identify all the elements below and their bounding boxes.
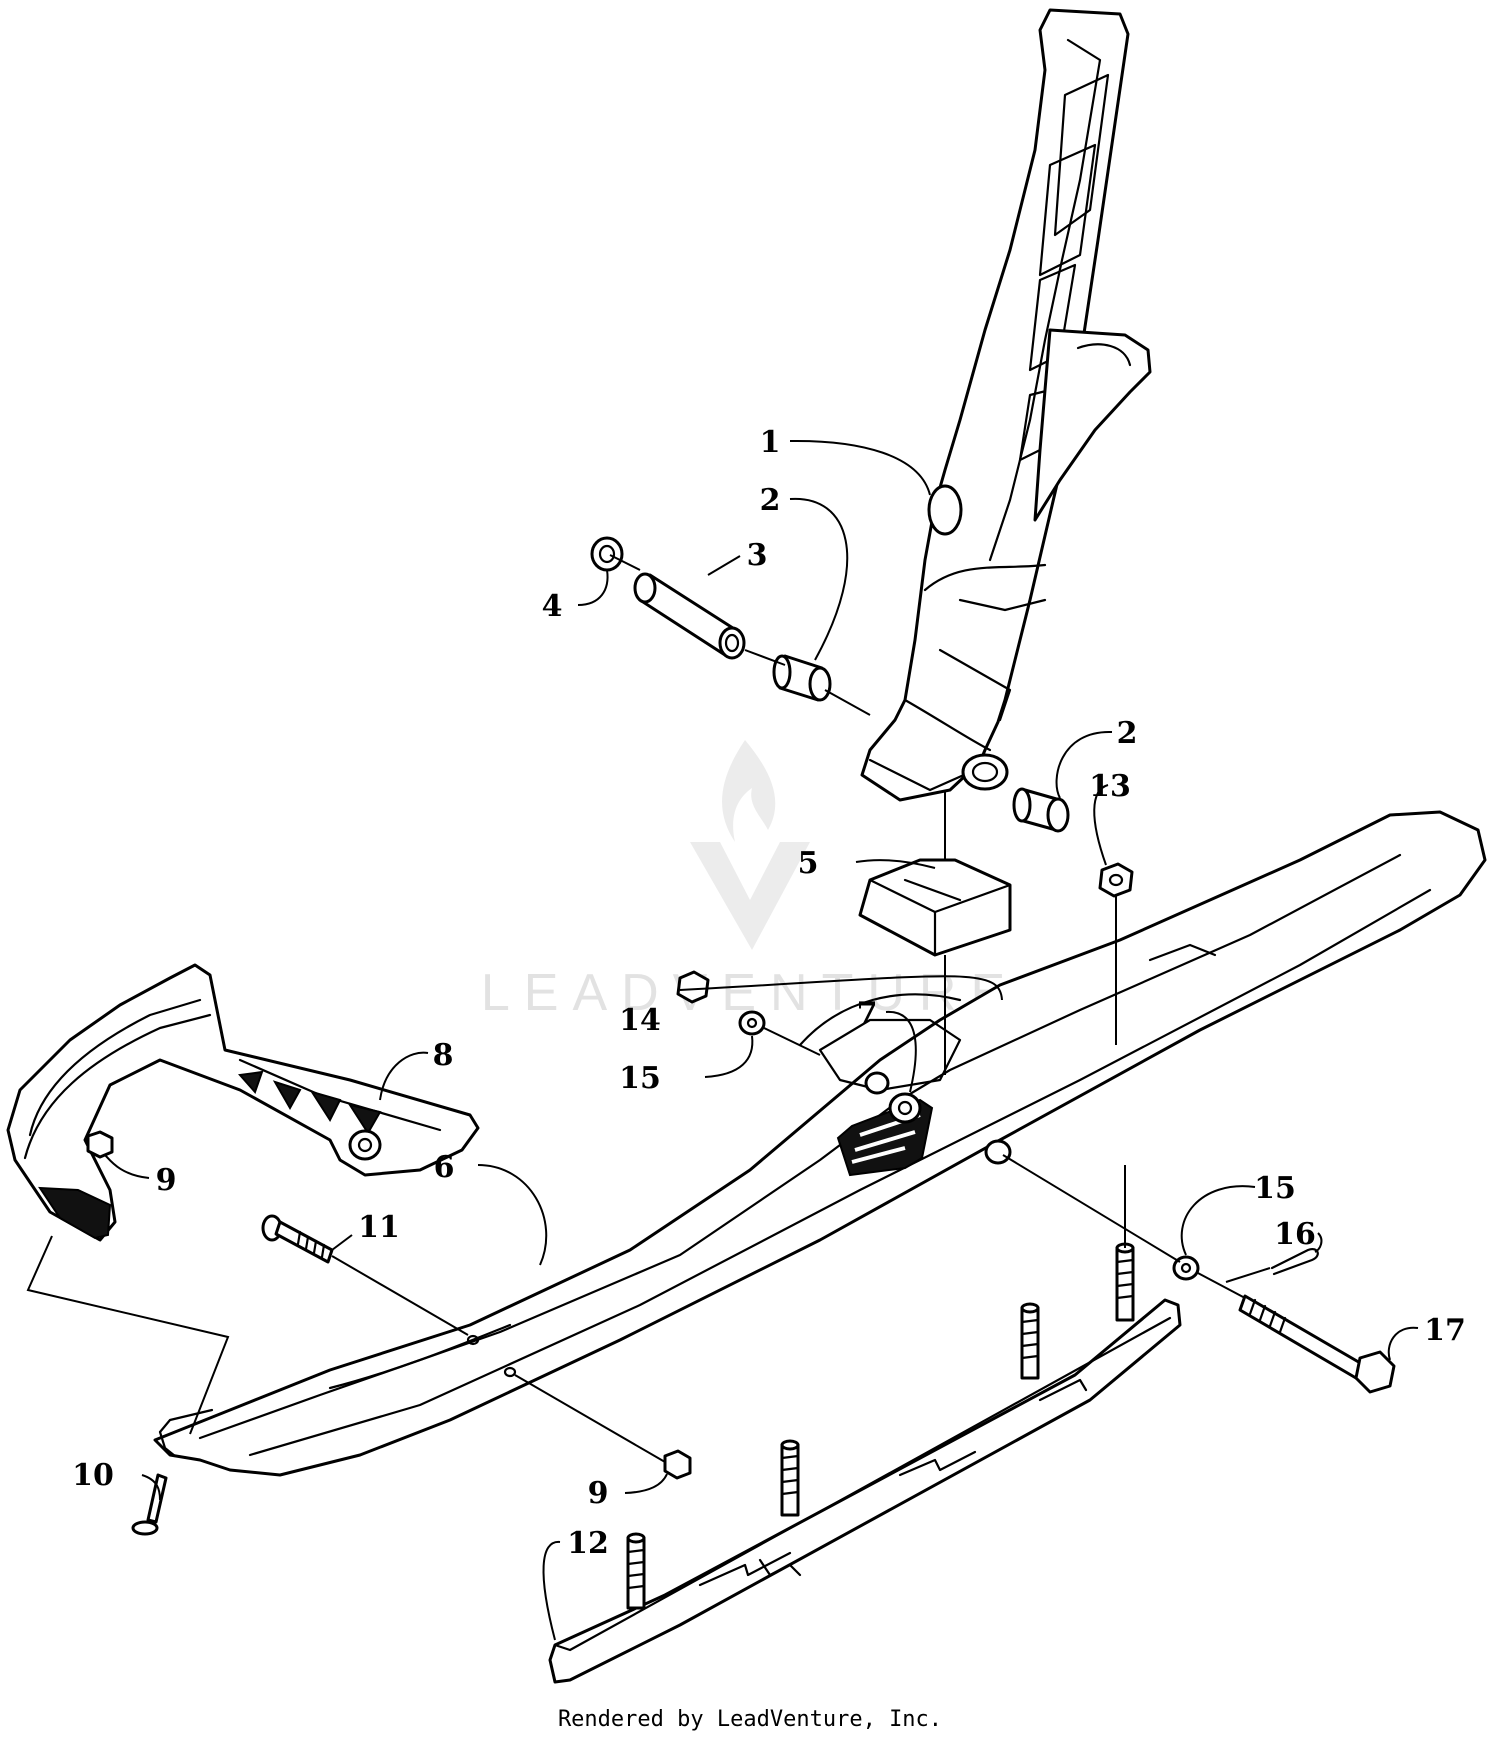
part-washer-15-upper <box>738 1010 766 1036</box>
watermark: LEADVENTURE <box>481 740 1019 1022</box>
part-bushing-small <box>590 536 624 572</box>
callout-6: 6 <box>434 1150 455 1185</box>
callout-17: 17 <box>1424 1313 1466 1348</box>
callout-7: 7 <box>857 996 878 1031</box>
callouts: 1 2 3 4 2 13 5 14 7 8 15 9 6 15 11 16 17… <box>72 425 1466 1561</box>
part-tube <box>633 572 746 660</box>
callout-2-upper: 2 <box>760 483 781 518</box>
part-nut-13 <box>1098 862 1134 898</box>
callout-15-upper: 15 <box>619 1061 661 1096</box>
part-nut-14 <box>676 970 710 1004</box>
callout-leaders <box>104 439 1419 1641</box>
callout-5: 5 <box>798 846 819 881</box>
part-bolt-11 <box>261 1214 334 1264</box>
callout-1: 1 <box>760 425 781 460</box>
part-washer-15-lower <box>1172 1255 1200 1281</box>
callout-10: 10 <box>72 1458 114 1493</box>
callout-14: 14 <box>619 1003 661 1038</box>
part-bushing-7 <box>888 1092 922 1124</box>
callout-8: 8 <box>433 1038 454 1073</box>
callout-9-lower: 9 <box>588 1476 609 1511</box>
part-ski <box>153 810 1487 1477</box>
part-spindle-pad <box>858 858 1012 957</box>
part-nut-9-upper <box>86 1130 114 1159</box>
callout-16: 16 <box>1274 1217 1316 1252</box>
part-spindle <box>860 8 1152 802</box>
callout-11: 11 <box>358 1210 400 1245</box>
callout-12: 12 <box>567 1526 609 1561</box>
watermark-flame-logo <box>690 740 810 950</box>
watermark-text: LEADVENTURE <box>481 964 1019 1022</box>
part-bushing-upper <box>772 654 832 702</box>
callout-2-lower: 2 <box>1117 716 1138 751</box>
callout-13: 13 <box>1089 769 1131 804</box>
callout-9-upper: 9 <box>156 1163 177 1198</box>
part-bushing-lower <box>1012 787 1070 833</box>
part-ski-loop <box>6 963 480 1242</box>
part-nut-9-lower <box>663 1449 692 1480</box>
render-credit: Rendered by LeadVenture, Inc. <box>557 1707 943 1732</box>
part-screw-10 <box>131 1473 168 1536</box>
assembly-lines <box>26 554 1271 1463</box>
part-bolt-17 <box>1238 1294 1396 1394</box>
callout-3: 3 <box>747 538 768 573</box>
callout-4: 4 <box>542 589 563 624</box>
callout-15-lower: 15 <box>1254 1171 1296 1206</box>
part-wear-bar <box>548 1242 1182 1684</box>
carbide-studs <box>626 1242 1135 1610</box>
part-cotter-pin <box>1270 1248 1319 1276</box>
